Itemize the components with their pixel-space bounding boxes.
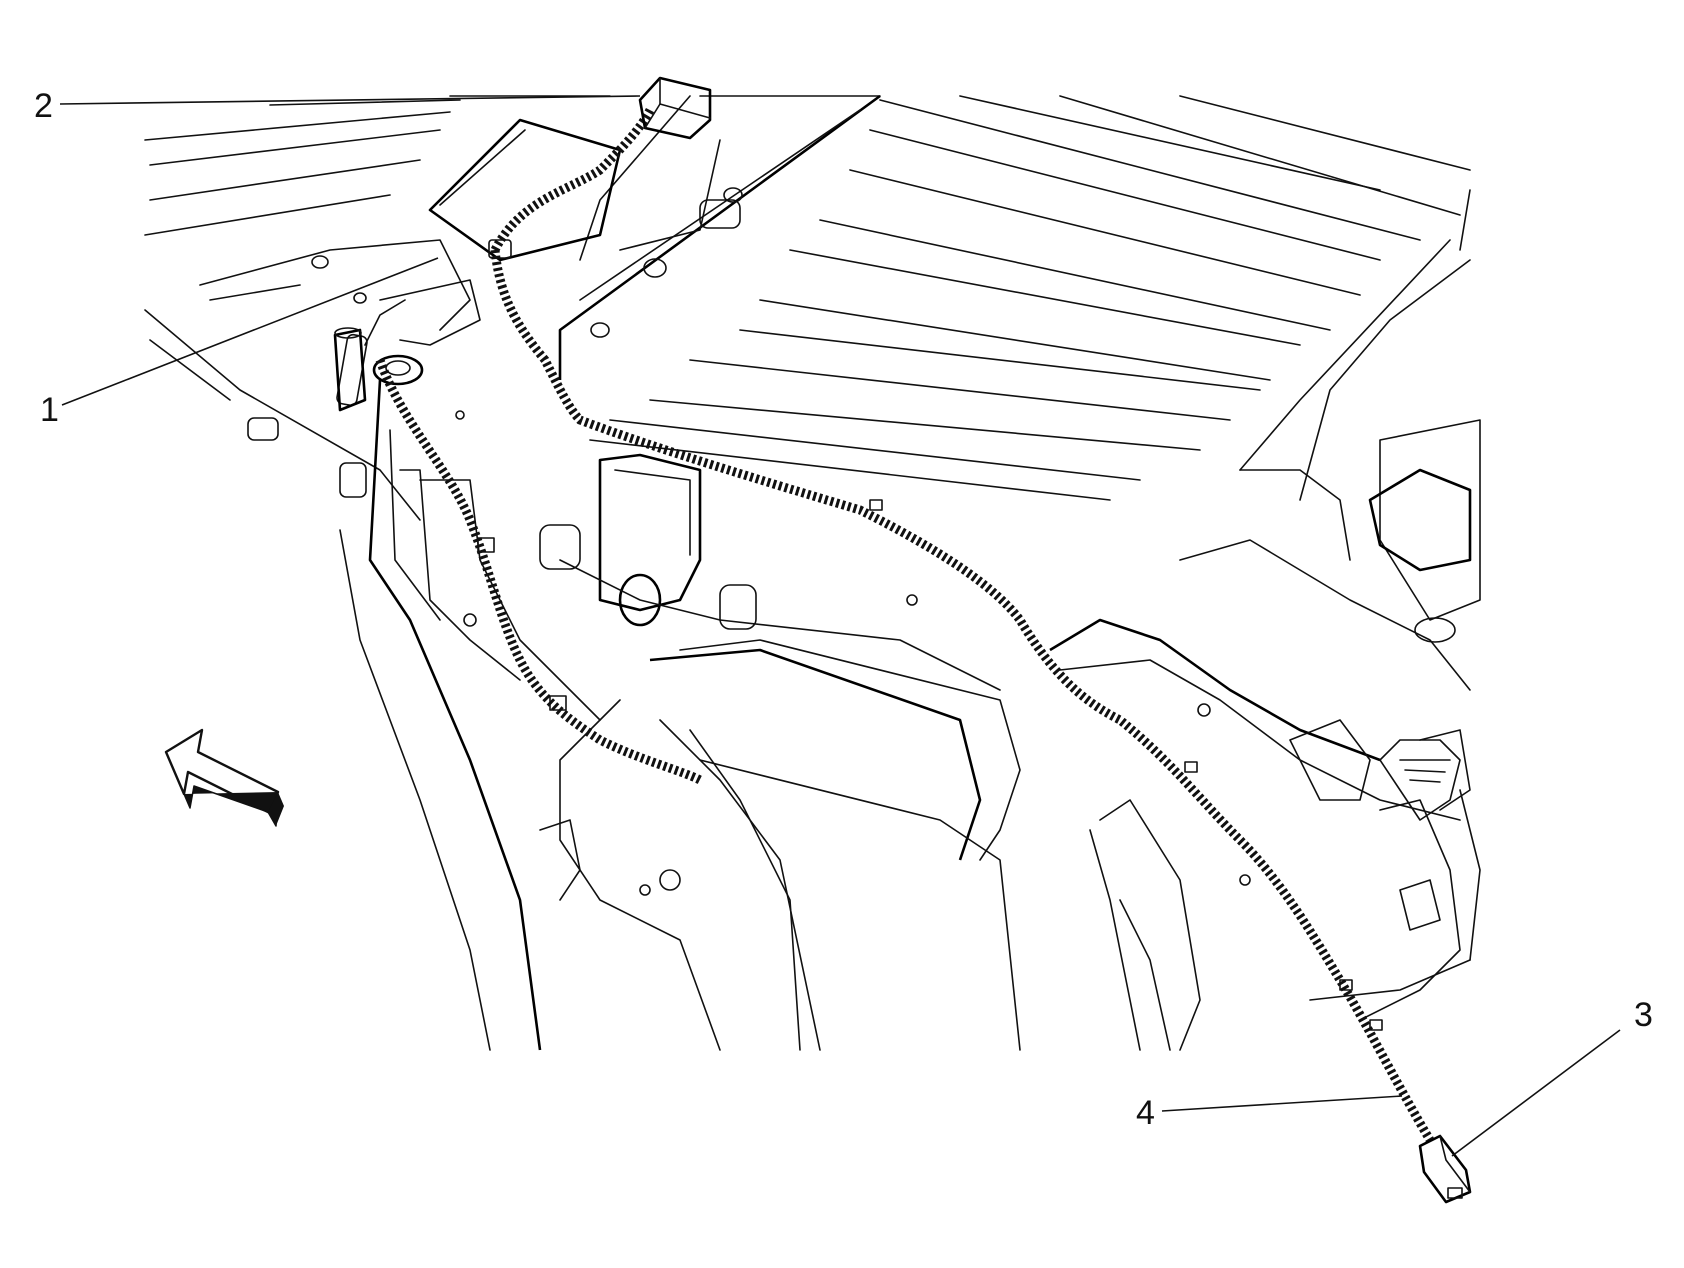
roof-panel-structure: [144, 94, 1471, 501]
leader-3: [1451, 1029, 1621, 1157]
leader-2: [59, 95, 641, 105]
component-1: [333, 327, 367, 412]
callout-4: 4: [1136, 1094, 1155, 1132]
connector-3: [1418, 1134, 1472, 1204]
leader-1: [61, 257, 439, 406]
wiring-harness: [375, 107, 1434, 1143]
callout-leaders: [59, 95, 1621, 1157]
callout-1: 1: [40, 391, 59, 429]
quarter-panel: [144, 309, 918, 1051]
rear-body-structure: [1049, 419, 1481, 1051]
callout-3: 3: [1634, 996, 1653, 1034]
module-bracket: [199, 118, 622, 407]
leader-4: [1161, 1095, 1403, 1112]
center-channel: [539, 453, 1021, 1051]
callout-2: 2: [34, 87, 53, 125]
connector-2: [638, 76, 712, 140]
front-direction-arrow-icon: [164, 728, 284, 827]
